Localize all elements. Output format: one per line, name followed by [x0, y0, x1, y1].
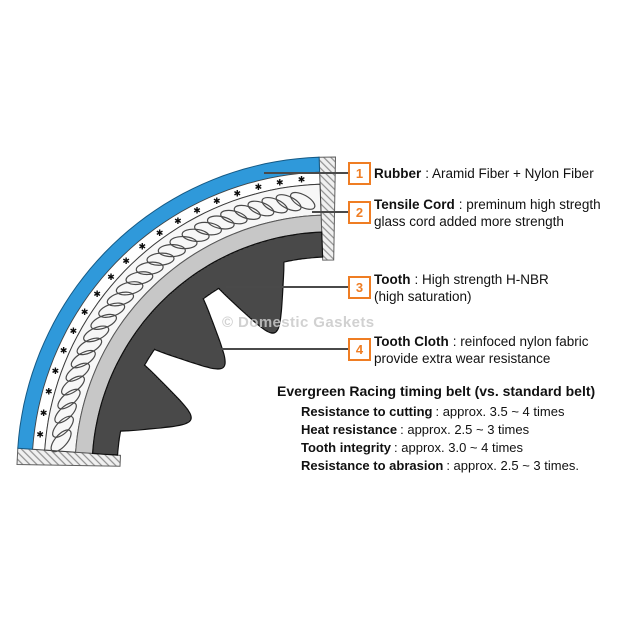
callout-desc-line1: : High strength H-NBR — [414, 272, 549, 287]
callout-title: Rubber — [374, 166, 422, 181]
star-mark-icon: ✱ — [156, 229, 164, 239]
comparison-value: : approx. 2.5 ~ 3 times. — [446, 458, 579, 473]
star-mark-icon: ✱ — [122, 257, 130, 267]
comparison-block: Evergreen Racing timing belt (vs. standa… — [277, 383, 595, 475]
watermark: © Domestic Gaskets — [222, 314, 375, 331]
comparison-value: : approx. 3.5 ~ 4 times — [435, 404, 565, 419]
callout-text-tooth-cloth: Tooth Cloth: reinfoced nylon fabric prov… — [374, 333, 589, 367]
callout-number-label: 2 — [355, 205, 364, 220]
comparison-label: Resistance to abrasion — [301, 458, 444, 473]
leader-line-3 — [226, 286, 348, 288]
comparison-value: : approx. 2.5 ~ 3 times — [400, 422, 530, 437]
callout-desc-line1: : preminum high stregth — [458, 197, 601, 212]
comparison-item: Tooth integrity: approx. 3.0 ~ 4 times — [301, 439, 595, 457]
leader-line-2 — [312, 211, 348, 213]
leader-line-1 — [264, 172, 348, 174]
star-mark-icon: ✱ — [40, 409, 48, 419]
callout-text-rubber: Rubber: Aramid Fiber + Nylon Fiber — [374, 165, 594, 182]
comparison-label: Tooth integrity — [301, 440, 392, 455]
comparison-item: Resistance to cutting: approx. 3.5 ~ 4 t… — [301, 403, 595, 421]
star-mark-icon: ✱ — [52, 367, 60, 377]
star-mark-icon: ✱ — [234, 189, 242, 199]
star-mark-icon: ✱ — [36, 431, 44, 441]
callout-desc-line2: provide extra wear resistance — [374, 351, 551, 366]
cord-coil — [289, 191, 316, 210]
comparison-item: Resistance to abrasion: approx. 2.5 ~ 3 … — [301, 457, 595, 475]
leader-line-4 — [217, 348, 348, 350]
star-mark-icon: ✱ — [81, 308, 89, 318]
callout-title: Tensile Cord — [374, 197, 455, 212]
star-mark-icon: ✱ — [174, 217, 182, 227]
star-mark-icon: ✱ — [93, 290, 101, 300]
star-mark-icon: ✱ — [139, 243, 147, 253]
star-mark-icon: ✱ — [45, 388, 53, 398]
star-mark-icon: ✱ — [298, 176, 306, 186]
belt-cut-face-left — [16, 447, 122, 467]
timing-belt-illustration: ✱✱✱✱✱✱✱✱✱✱✱✱✱✱✱✱✱✱✱ — [16, 156, 337, 467]
callout-number-2: 2 — [348, 201, 371, 224]
star-mark-icon: ✱ — [70, 327, 78, 337]
callout-number-label: 4 — [355, 342, 364, 357]
star-mark-icon: ✱ — [193, 206, 201, 216]
callout-number-1: 1 — [348, 162, 371, 185]
callout-desc-line2: glass cord added more strength — [374, 214, 564, 229]
star-mark-icon: ✱ — [255, 183, 263, 193]
comparison-item: Heat resistance: approx. 2.5 ~ 3 times — [301, 421, 595, 439]
callout-number-3: 3 — [348, 276, 371, 299]
callout-title: Tooth — [374, 272, 411, 287]
callout-text-tooth: Tooth: High strength H-NBR (high saturat… — [374, 271, 549, 305]
star-mark-icon: ✱ — [276, 179, 284, 189]
star-mark-icon: ✱ — [213, 197, 221, 207]
comparison-label: Resistance to cutting — [301, 404, 433, 419]
callout-title: Tooth Cloth — [374, 334, 449, 349]
callout-desc-line1: : reinfoced nylon fabric — [452, 334, 589, 349]
callout-number-4: 4 — [348, 338, 371, 361]
comparison-label: Heat resistance — [301, 422, 398, 437]
callout-number-label: 1 — [355, 166, 364, 181]
star-mark-icon: ✱ — [60, 347, 68, 357]
callout-text-tensile-cord: Tensile Cord: preminum high stregth glas… — [374, 196, 601, 230]
comparison-value: : approx. 3.0 ~ 4 times — [394, 440, 524, 455]
callout-desc-line1: : Aramid Fiber + Nylon Fiber — [425, 166, 594, 181]
callout-number-label: 3 — [355, 280, 364, 295]
star-mark-icon: ✱ — [107, 273, 115, 283]
callout-desc-line2: (high saturation) — [374, 289, 472, 304]
comparison-title: Evergreen Racing timing belt (vs. standa… — [277, 383, 596, 399]
